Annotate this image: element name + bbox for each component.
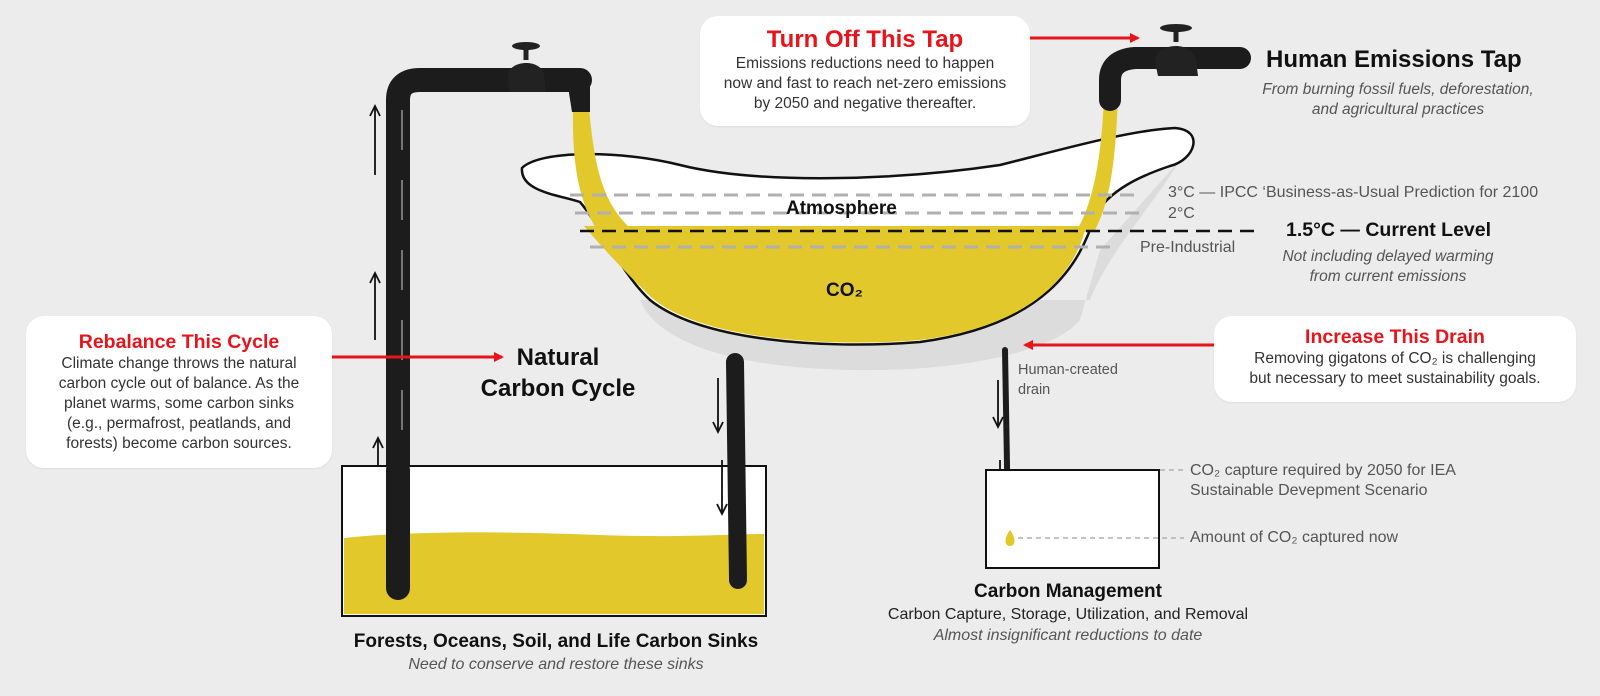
natural-cycle-line-1: Natural	[516, 344, 600, 371]
rebalance-body-4: (e.g., permafrost, peatlands, and	[66, 415, 292, 432]
human-tap-subtitle-2: and agricultural practices	[1311, 101, 1485, 118]
atmosphere-label: Atmosphere	[786, 198, 897, 219]
carbon-management-subtitle: Carbon Capture, Storage, Utilization, an…	[887, 606, 1249, 623]
natural-carbon-cycle-label: Natural Carbon Cycle	[470, 342, 646, 404]
sinks-liquid	[344, 532, 764, 614]
capture-required-label: CO₂ capture required by 2050 for IEA Sus…	[1190, 461, 1456, 501]
tub-co2-liquid	[584, 226, 1086, 343]
carbon-management-block: Carbon Management Carbon Capture, Storag…	[868, 580, 1268, 646]
left-tap-stream	[572, 108, 630, 228]
human-tap-subtitle-1: From burning fossil fuels, deforestation…	[1262, 81, 1534, 98]
rebalance-body-3: planet warms, some carbon sinks	[63, 395, 294, 412]
turn-off-tap-body-1: Emissions reductions need to happen	[735, 55, 995, 72]
turn-off-tap-callout: Turn Off This Tap Emissions reductions n…	[700, 16, 1030, 126]
tap-icon	[508, 42, 546, 92]
co2-label: CO₂	[826, 280, 863, 301]
natural-cycle-line-2: Carbon Cycle	[480, 375, 636, 402]
rebalance-body-2: carbon cycle out of balance. As the	[58, 375, 300, 392]
pipe-spout	[566, 74, 590, 112]
rebalance-heading: Rebalance This Cycle	[78, 331, 280, 353]
capture-now-label: Amount of CO₂ captured now	[1190, 529, 1399, 546]
rebalance-body-1: Climate change throws the natural	[61, 355, 297, 372]
human-tap-pipe	[1099, 47, 1251, 111]
level-current-label: 1.5°C — Current Level	[1286, 219, 1492, 241]
drain-label: Human-created drain	[1018, 360, 1118, 400]
rebalance-cycle-callout: Rebalance This Cycle Climate change thro…	[26, 316, 332, 468]
turn-off-tap-body-2: now and fast to reach net-zero emissions	[723, 75, 1007, 92]
current-level-note-1: Not including delayed warming	[1282, 248, 1494, 265]
sinks-note: Need to conserve and restore these sinks	[408, 656, 704, 673]
return-down-arrows	[712, 378, 728, 517]
capture-required-1: CO₂ capture required by 2050 for IEA	[1190, 462, 1456, 479]
current-level-note-2: from current emissions	[1309, 268, 1467, 285]
capture-required-2: Sustainable Devepment Scenario	[1190, 482, 1428, 499]
tap-icon	[1155, 24, 1198, 76]
cycle-up-arrows	[369, 103, 384, 505]
carbon-management-note: Almost insignificant reductions to date	[933, 627, 1203, 644]
level-preindustrial-label: Pre-Industrial	[1140, 239, 1236, 256]
drop-icon	[1005, 530, 1015, 546]
level-3c-label: 3°C — IPCC ‘Business-as-Usual Prediction…	[1168, 184, 1539, 201]
carbon-management-title: Carbon Management	[974, 581, 1162, 602]
increase-drain-heading: Increase This Drain	[1305, 326, 1485, 348]
natural-cycle-pipe	[386, 68, 592, 602]
sinks-title: Forests, Oceans, Soil, and Life Carbon S…	[353, 631, 759, 652]
turn-off-tap-body-3: by 2050 and negative thereafter.	[753, 95, 977, 112]
increase-drain-callout: Increase This Drain Removing gigatons of…	[1214, 316, 1576, 402]
right-tap-stream	[1076, 95, 1118, 232]
rebalance-body-5: forests) become carbon sources.	[66, 435, 292, 452]
increase-drain-body-1: Removing gigatons of CO₂ is challenging	[1254, 350, 1536, 367]
level-2c-label: 2°C	[1168, 205, 1195, 222]
drain-label-1: Human-created	[1018, 362, 1118, 378]
human-tap-title: Human Emissions Tap	[1266, 46, 1522, 73]
turn-off-tap-heading: Turn Off This Tap	[766, 26, 964, 53]
capture-tank	[985, 469, 1160, 569]
human-tap-subtitle: From burning fossil fuels, deforestation…	[1248, 80, 1548, 120]
current-level-note: Not including delayed warming from curre…	[1238, 247, 1538, 287]
increase-drain-body-2: but necessary to meet sustainability goa…	[1249, 370, 1541, 387]
return-pipe	[726, 353, 747, 589]
sinks-block: Forests, Oceans, Soil, and Life Carbon S…	[326, 630, 786, 675]
drain-label-2: drain	[1018, 382, 1051, 398]
